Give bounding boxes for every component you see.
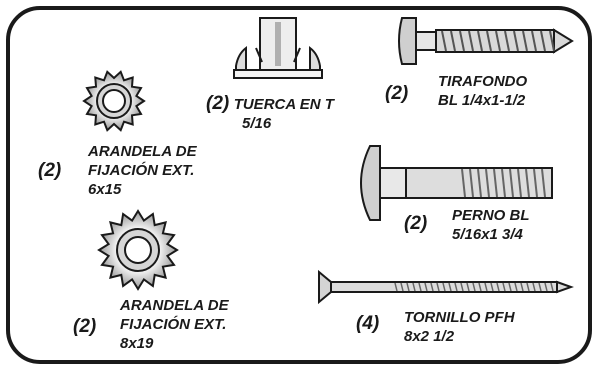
- arandela8-qty: (2): [73, 316, 97, 337]
- tirafondo-size: BL 1/4x1-1/2: [438, 92, 526, 109]
- carriage-bolt-icon: [360, 145, 553, 221]
- tornillo-size: 8x2 1/2: [404, 328, 455, 345]
- tornillo-name: TORNILLO PFH: [404, 309, 515, 326]
- arandela8-line1: ARANDELA DE: [120, 297, 229, 314]
- tirafondo-qty: (2): [385, 83, 409, 104]
- lock-washer-large-icon: [97, 209, 179, 291]
- arandela8-size: 8x19: [120, 335, 154, 352]
- arandela6-qty: (2): [38, 160, 62, 181]
- arandela6-size: 6x15: [88, 181, 122, 198]
- tuerca-label: (2) TUERCA EN T 5/16: [206, 94, 334, 133]
- perno-qty: (2): [404, 213, 428, 234]
- tuerca-name: TUERCA EN T: [233, 96, 334, 113]
- parts-frame: [6, 6, 592, 364]
- tornillo-qty: (4): [356, 313, 380, 334]
- perno-size: 5/16x1 3/4: [452, 226, 523, 243]
- arandela6-line1: ARANDELA DE: [88, 143, 197, 160]
- tirafondo-name: TIRAFONDO: [438, 73, 528, 90]
- lock-washer-small-icon: [82, 70, 146, 132]
- arandela8-line2: FIJACIÓN EXT.: [120, 316, 227, 333]
- t-nut-icon: [233, 17, 323, 79]
- arandela6-line2: FIJACIÓN EXT.: [88, 162, 195, 179]
- perno-name: PERNO BL: [452, 207, 530, 224]
- flat-head-screw-icon: [318, 269, 574, 305]
- tuerca-qty: (2): [206, 93, 230, 114]
- lag-screw-icon: [398, 17, 574, 65]
- tuerca-size: 5/16: [242, 115, 272, 132]
